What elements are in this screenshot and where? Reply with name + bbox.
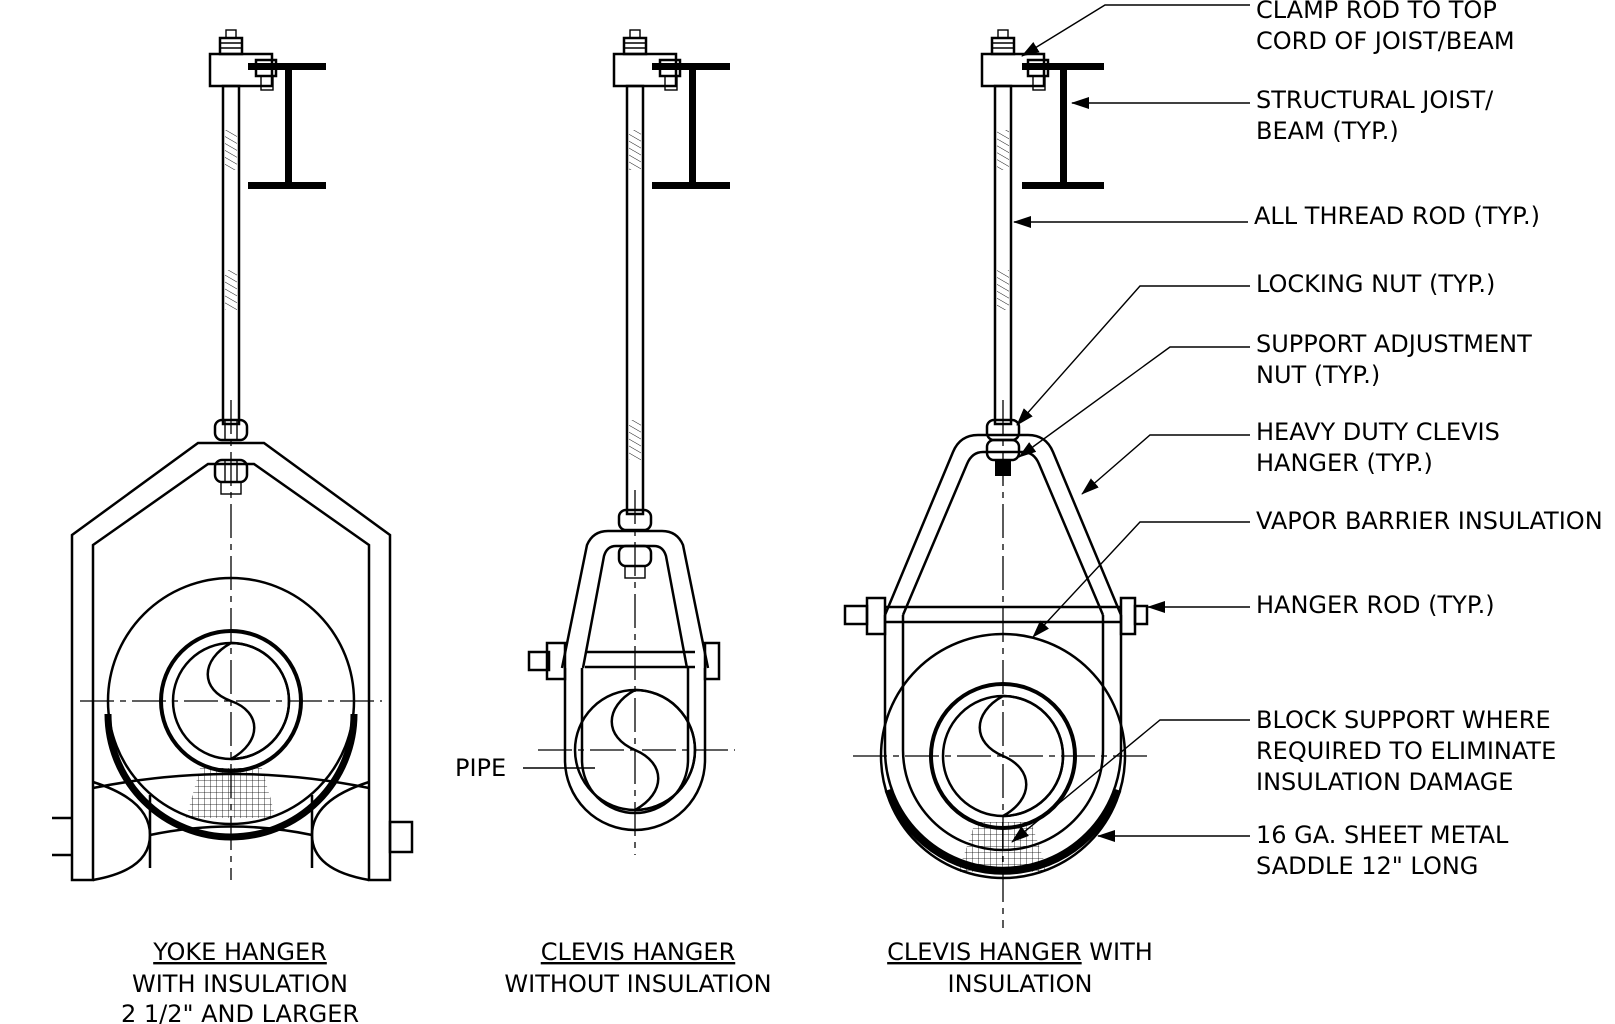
label-joist-2: BEAM (TYP.) [1256,117,1399,145]
caption-yoke-line2: WITH INSULATION [132,970,348,998]
leader-lines [523,4,1250,843]
label-locking-nut: LOCKING NUT (TYP.) [1256,270,1495,298]
label-vapor: VAPOR BARRIER INSULATION [1256,507,1603,535]
detail-captions: YOKE HANGER WITH INSULATION 2 1/2" AND L… [121,938,1153,1024]
label-saddle-1: 16 GA. SHEET METAL [1256,821,1509,849]
label-block-1: BLOCK SUPPORT WHERE [1256,706,1551,734]
clevis-yoke-2 [527,529,721,681]
all-thread-rod-2 [625,84,645,516]
clevis-hanger-with-insulation-detail [843,29,1153,928]
label-block-2: REQUIRED TO ELIMINATE [1256,737,1556,765]
caption-clevis-ins-title-main: CLEVIS HANGER [887,938,1082,966]
label-clamp-rod-2: CORD OF JOIST/BEAM [1256,27,1515,55]
beam-clamp-3 [980,29,1050,91]
joist-beam-1 [248,63,326,189]
clevis-hanger-no-insulation-detail [527,29,735,855]
joist-beam-2 [652,63,730,189]
callout-labels: CLAMP ROD TO TOP CORD OF JOIST/BEAM STRU… [455,0,1603,880]
caption-clevis-ins-title: CLEVIS HANGER WITH [887,938,1153,966]
yoke-hanger-detail [52,29,414,882]
label-clevis-2: HANGER (TYP.) [1256,449,1433,477]
caption-yoke-title: YOKE HANGER [152,938,327,966]
label-all-thread: ALL THREAD ROD (TYP.) [1254,202,1540,230]
label-saddle-2: SADDLE 12" LONG [1256,852,1478,880]
label-clamp-rod-1: CLAMP ROD TO TOP [1256,0,1497,24]
beam-clamp-1 [208,29,278,91]
label-hanger-rod: HANGER ROD (TYP.) [1256,591,1495,619]
label-support-nut-1: SUPPORT ADJUSTMENT [1256,330,1532,358]
label-joist-1: STRUCTURAL JOIST/ [1256,86,1494,114]
label-clevis-1: HEAVY DUTY CLEVIS [1256,418,1500,446]
label-pipe: PIPE [455,754,506,782]
beam-clamp-2 [612,29,682,91]
label-block-3: INSULATION DAMAGE [1256,768,1513,796]
caption-clevis-no-ins-title: CLEVIS HANGER [541,938,736,966]
caption-clevis-ins-line2: INSULATION [948,970,1093,998]
all-thread-rod-3 [993,84,1013,426]
joist-beam-3 [1022,63,1104,189]
label-support-nut-2: NUT (TYP.) [1256,361,1380,389]
all-thread-rod-1 [221,84,241,426]
caption-clevis-no-ins-line2: WITHOUT INSULATION [504,970,771,998]
caption-yoke-line3: 2 1/2" AND LARGER [121,1000,359,1024]
caption-clevis-ins-title-suffix: WITH [1082,938,1153,966]
